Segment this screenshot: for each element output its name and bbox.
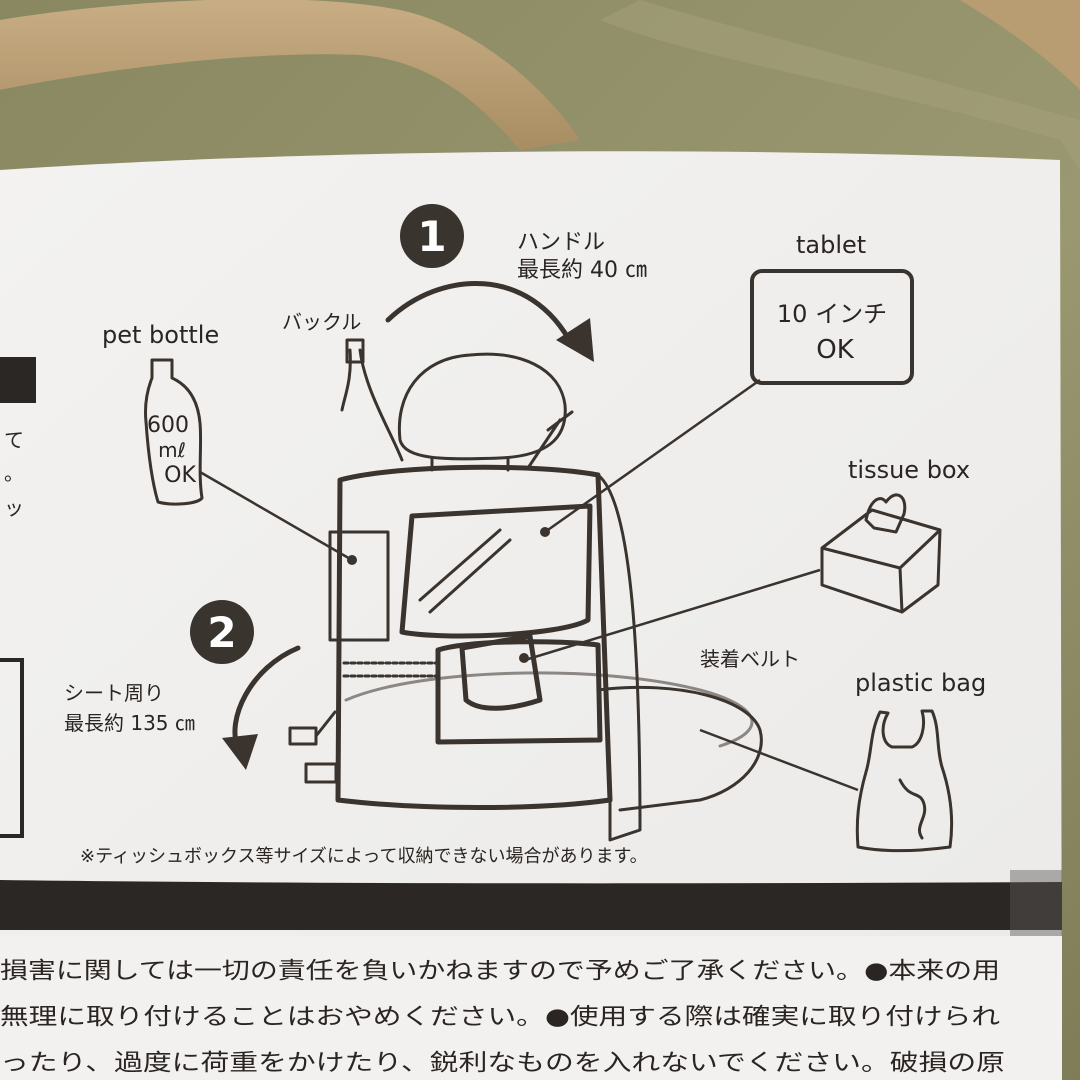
tissue-box-label: tissue box: [848, 456, 970, 484]
tablet-box: [750, 269, 914, 385]
fabric-fold: [600, 0, 1080, 170]
package-seal: [1010, 870, 1062, 940]
left-outline-box: [0, 658, 24, 838]
tablet-ok: OK: [816, 335, 854, 365]
seat-length: 最長約 135 ㎝: [64, 711, 195, 735]
dark-band: [0, 880, 1062, 930]
left-fragment-2: 。: [4, 461, 24, 485]
pet-bottle-icon: [144, 358, 204, 506]
step-1-badge: [400, 204, 464, 268]
step-1-number: 1: [417, 212, 446, 261]
tissue-box-icon: [820, 493, 942, 614]
left-black-tab: [0, 357, 36, 403]
bag-strap-left: [0, 0, 580, 150]
handle-length: 最長約 40 ㎝: [517, 258, 647, 283]
left-fragment-3: ッ: [4, 496, 24, 520]
buckle-label: バックル: [282, 310, 361, 334]
handle-arrowhead: [556, 318, 594, 362]
plastic-bag-label: plastic bag: [855, 669, 986, 697]
tablet-label: tablet: [796, 231, 866, 259]
seat-organizer-drawing: [288, 338, 763, 842]
bottle-text-ok: OK: [164, 463, 196, 488]
bottle-text-600: 600: [147, 413, 189, 438]
belt-label: 装着ベルト: [700, 647, 800, 671]
left-fragment-1: て: [4, 428, 24, 452]
bottle-leader-line: [199, 470, 353, 562]
seat-title: シート周り: [64, 681, 164, 705]
handle-title: ハンドル: [517, 230, 605, 255]
bottom-text-line-2: 無理に取り付けることはおやめください。●使用する際は確実に取り付けられ: [0, 1004, 1000, 1030]
bottle-text-ml: mℓ: [158, 438, 186, 462]
size-note: ※ティッシュボックス等サイズによって収納できない場合があります。: [80, 846, 648, 867]
bag-strap-right: [960, 0, 1080, 90]
seat-arrowhead: [222, 734, 258, 770]
handle-arrow: [385, 281, 575, 348]
lower-paper: [0, 936, 1062, 1080]
pet-bottle-label: pet bottle: [102, 321, 219, 349]
step-2-number: 2: [207, 608, 236, 657]
step-2-badge: [190, 600, 254, 664]
bottom-text-line-1: 損害に関しては一切の責任を負いかねますので予めご了承ください。●本来の用: [0, 958, 1000, 984]
plastic-bag-icon: [855, 709, 954, 853]
tablet-size: 10 インチ: [777, 300, 887, 328]
bottom-text-line-3: ったり、過度に荷重をかけたり、鋭利なものを入れないでください。破損の原: [0, 1050, 1005, 1076]
plastic-bag-leader-line: [699, 728, 859, 792]
